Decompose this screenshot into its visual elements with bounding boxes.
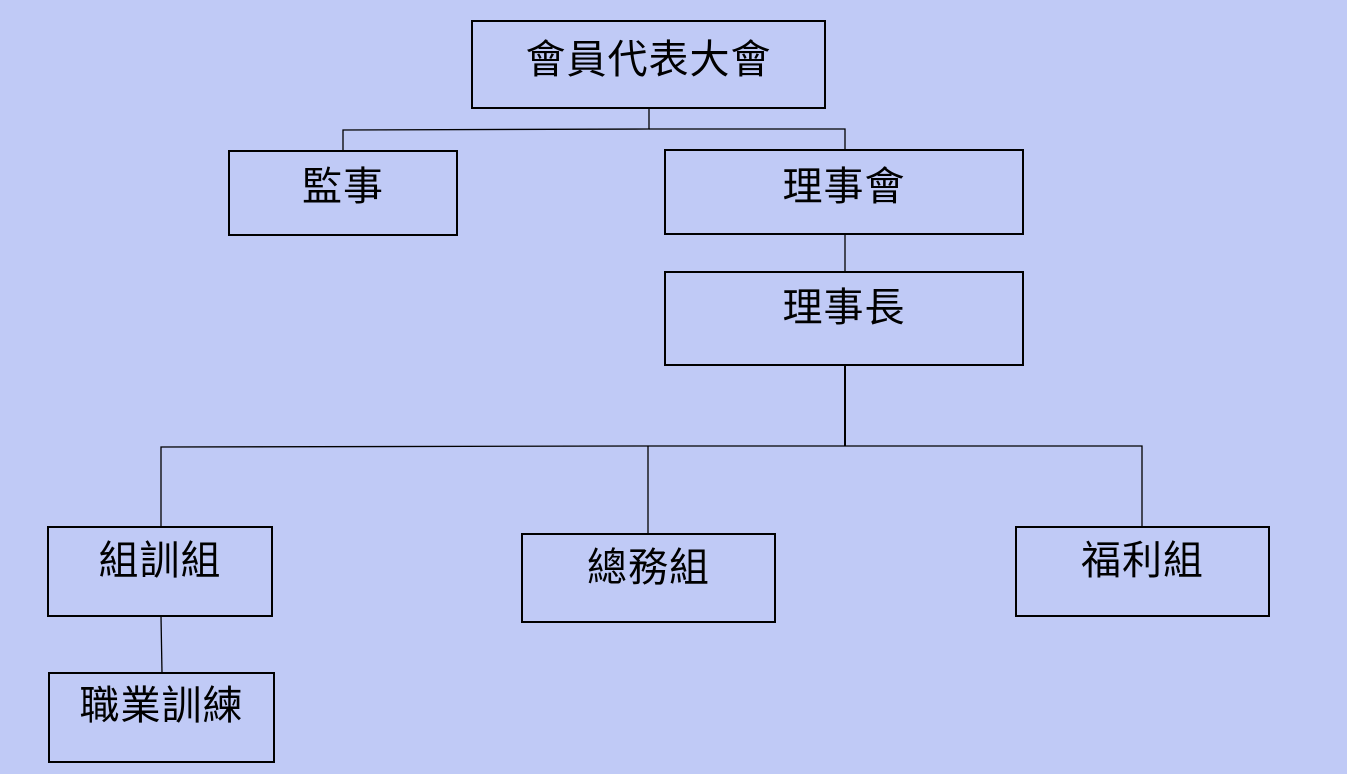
connector-assembly-to-branches bbox=[342, 108, 650, 151]
node-supervisors[interactable]: 監事 bbox=[228, 150, 458, 236]
node-label: 組訓組 bbox=[98, 538, 222, 584]
node-board[interactable]: 理事會 bbox=[664, 149, 1024, 235]
node-label: 理事長 bbox=[782, 285, 906, 331]
node-label: 理事會 bbox=[782, 164, 906, 210]
node-welfare[interactable]: 福利組 bbox=[1015, 526, 1270, 617]
node-general-assembly[interactable]: 會員代表大會 bbox=[471, 20, 826, 109]
node-chairman[interactable]: 理事長 bbox=[664, 271, 1024, 366]
connector-assembly-to-board bbox=[649, 128, 846, 150]
node-label: 福利組 bbox=[1081, 538, 1204, 584]
node-general-affairs[interactable]: 總務組 bbox=[521, 533, 776, 623]
node-organization-training[interactable]: 組訓組 bbox=[47, 526, 273, 617]
node-label: 會員代表大會 bbox=[525, 37, 772, 83]
node-vocational-training[interactable]: 職業訓練 bbox=[48, 672, 275, 763]
node-label: 總務組 bbox=[587, 545, 710, 591]
node-label: 監事 bbox=[302, 164, 384, 210]
connector-groups-bus bbox=[160, 445, 1143, 527]
connector-orgtraining-to-vocational bbox=[160, 615, 163, 674]
node-label: 職業訓練 bbox=[79, 683, 244, 729]
